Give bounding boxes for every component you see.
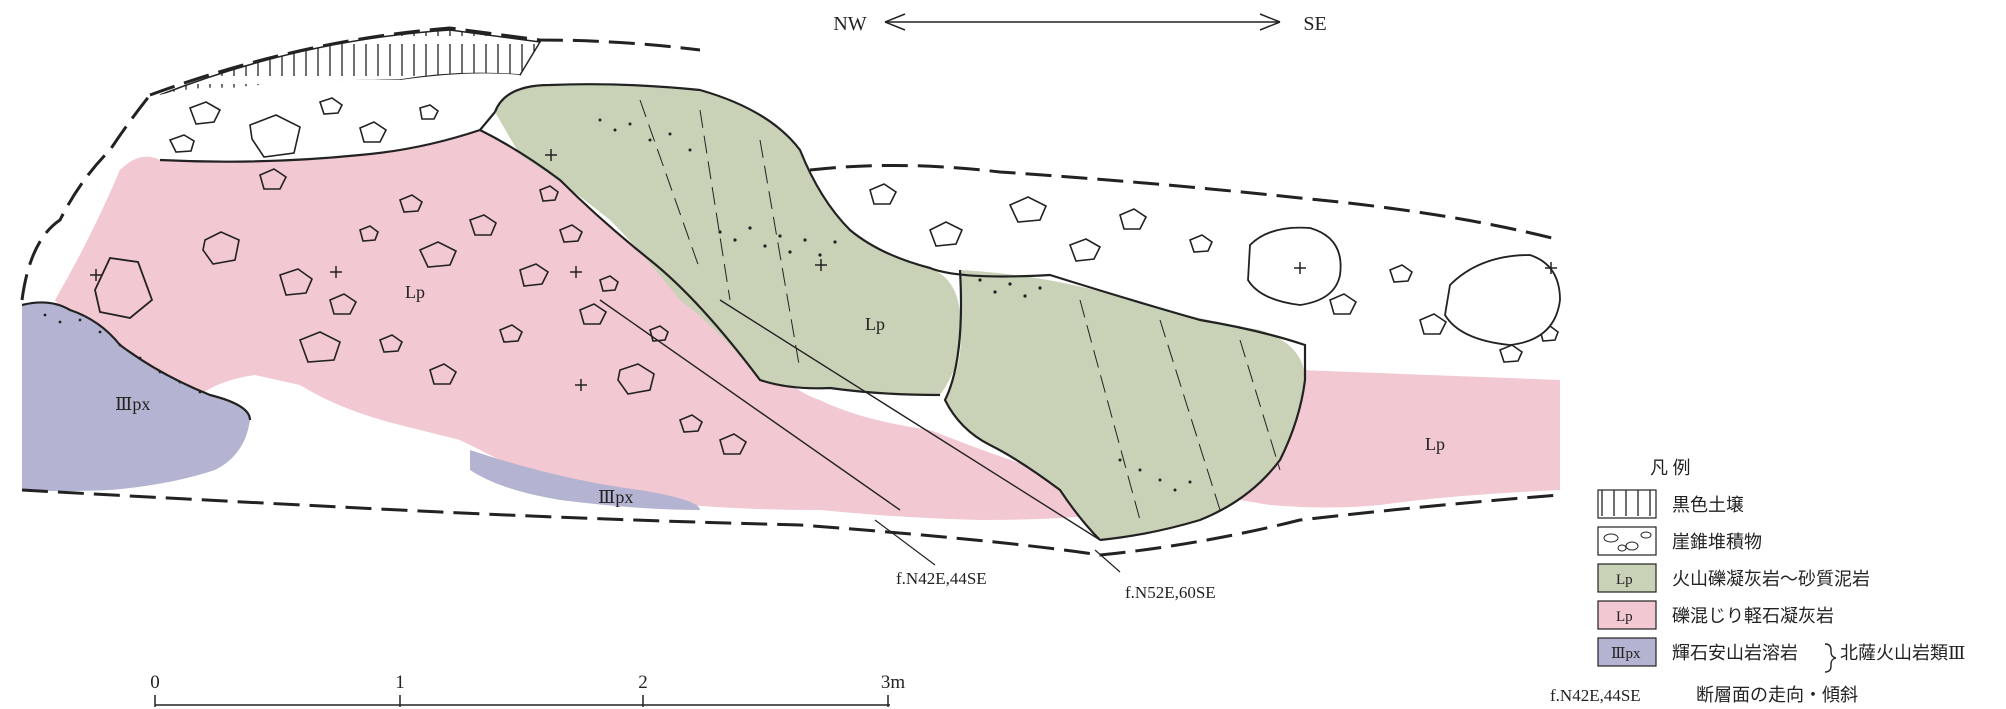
fault-label-2: f.N52E,60SE — [1125, 583, 1216, 602]
legend-label-lapilli-tuff: 火山礫凝灰岩～砂質泥岩 — [1672, 569, 1870, 589]
direction-right-label: SE — [1303, 13, 1326, 35]
legend-label-andesite: 輝石安山岩溶岩 — [1672, 643, 1798, 663]
legend-fault-desc: 断層面の走向・傾斜 — [1696, 685, 1858, 705]
legend-label-soil: 黒色土壌 — [1672, 495, 1744, 515]
direction-left-label: NW — [833, 13, 866, 35]
scale-label-3: 3m — [881, 672, 906, 693]
scale-label-1: 1 — [395, 672, 405, 693]
cross-section — [22, 28, 1560, 555]
legend-swatch-text-pumice-tuff: Lp — [1616, 609, 1633, 625]
legend: 凡 例 黒色土壌 崖錐堆積物 Lp 火山礫凝灰岩～砂質泥岩 Lp 礫混じり軽石凝… — [1550, 458, 1965, 705]
fault-leader-1 — [875, 520, 935, 565]
legend-fault-example: f.N42E,44SE — [1550, 686, 1641, 705]
legend-label-talus: 崖錐堆積物 — [1672, 532, 1762, 552]
scale-bar: 0 1 2 3m — [150, 672, 905, 707]
direction-indicator: NW SE — [833, 13, 1326, 35]
scale-label-2: 2 — [638, 672, 648, 693]
scale-label-0: 0 — [150, 672, 160, 693]
legend-group-label: 北薩火山岩類Ⅲ — [1840, 643, 1965, 663]
unit-label-px-left: Ⅲpx — [115, 394, 150, 414]
unit-label-lp-center: Lp — [865, 314, 885, 334]
legend-title: 凡 例 — [1650, 458, 1691, 478]
large-boulder-1 — [1248, 228, 1341, 305]
unit-label-lp-right: Lp — [1425, 434, 1445, 454]
legend-swatch-soil — [1598, 490, 1656, 518]
legend-swatch-text-lapilli-tuff: Lp — [1616, 572, 1633, 588]
legend-swatch-text-andesite: Ⅲpx — [1611, 646, 1641, 662]
fault-annotations: f.N42E,44SE f.N52E,60SE — [875, 520, 1216, 602]
legend-group-brace — [1825, 644, 1836, 672]
unit-label-lp-left: Lp — [405, 282, 425, 302]
unit-label-px-lower: Ⅲpx — [598, 487, 633, 507]
fault-label-1: f.N42E,44SE — [896, 569, 987, 588]
legend-label-pumice-tuff: 礫混じり軽石凝灰岩 — [1672, 606, 1834, 626]
